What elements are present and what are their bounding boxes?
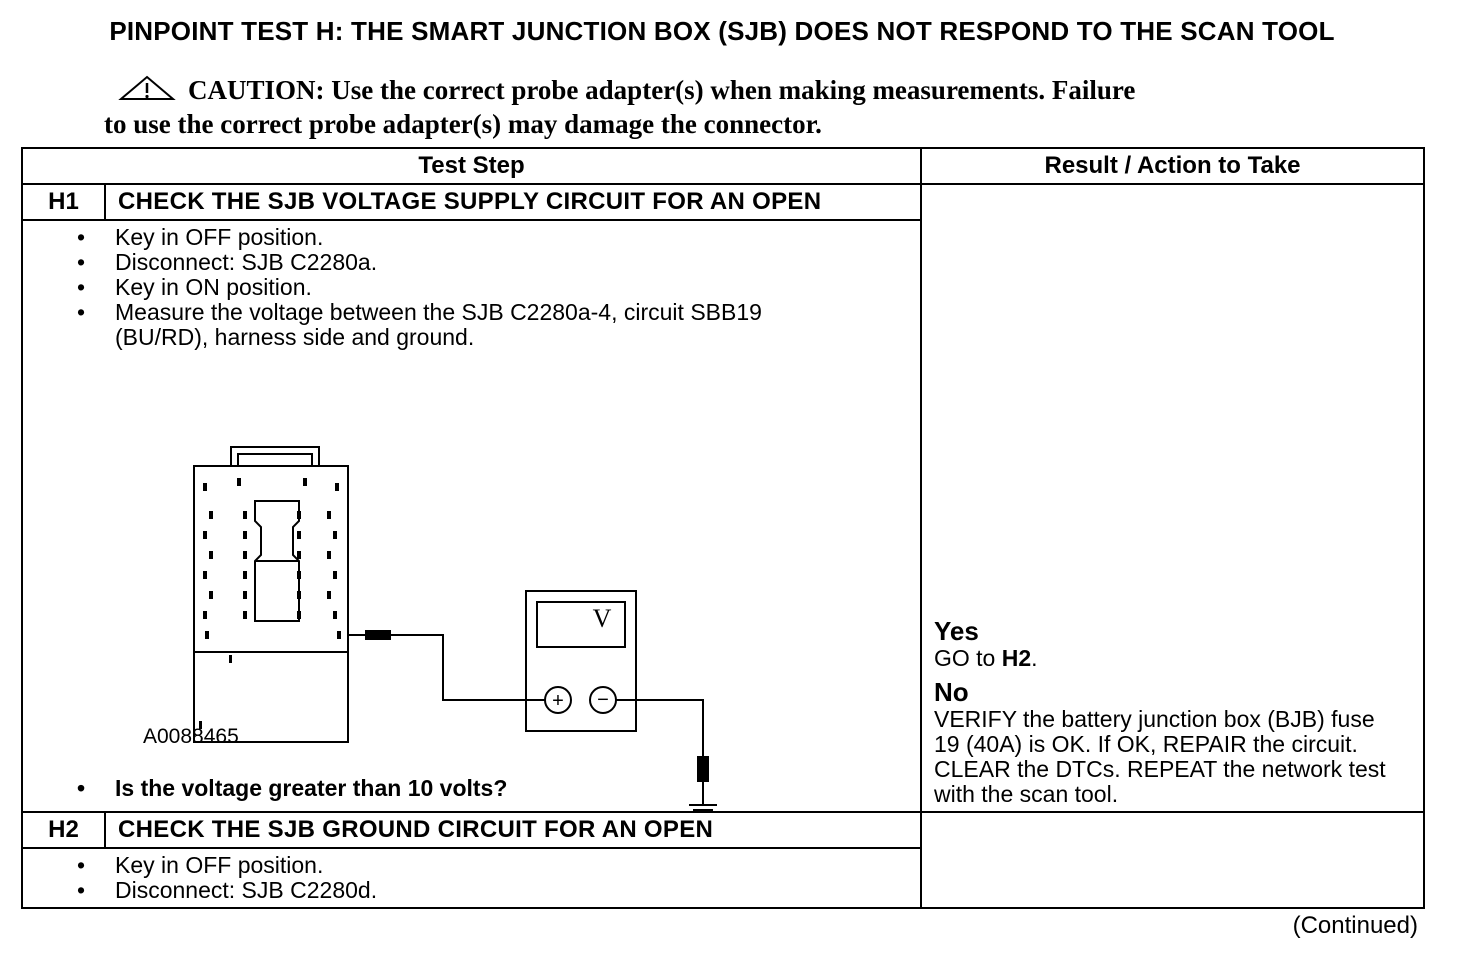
h1-bullets: Key in OFF position. Disconnect: SJB C22… [23,221,920,350]
result-h1: Yes GO to H2. No VERIFY the battery junc… [920,183,1425,813]
no-action: VERIFY the battery junction box (BJB) fu… [934,706,1386,807]
step-title-h2: CHECK THE SJB GROUND CIRCUIT FOR AN OPEN [104,811,922,849]
list-item: Measure the voltage between the SJB C228… [77,300,855,350]
h1-question-list: Is the voltage greater than 10 volts? [23,776,507,802]
header-test-step: Test Step [21,147,922,185]
continued-note: (Continued) [1292,912,1418,939]
meter-display-label: V [593,604,612,633]
caution-note: CAUTION: Use the correct probe adapter(s… [104,74,1304,140]
caution-line-2: to use the correct probe adapter(s) may … [104,109,822,139]
step-body-h2: Key in OFF position. Disconnect: SJB C22… [21,847,922,909]
step-id-h2: H2 [21,811,106,849]
result-h2 [920,811,1425,909]
page-title: PINPOINT TEST H: THE SMART JUNCTION BOX … [109,16,1335,46]
list-item: Disconnect: SJB C2280a. [77,250,920,276]
step-body-h1: Key in OFF position. Disconnect: SJB C22… [21,219,922,813]
warning-triangle-icon [118,75,176,108]
plus-terminal-icon: + [552,690,564,712]
minus-terminal-icon: − [597,689,609,711]
step-id-h1: H1 [21,183,106,221]
step-title-h1: CHECK THE SJB VOLTAGE SUPPLY CIRCUIT FOR… [104,183,922,221]
caution-line-1: CAUTION: Use the correct probe adapter(s… [188,75,1136,105]
header-result: Result / Action to Take [920,147,1425,185]
link-h2: H2 [1001,645,1032,671]
connector-body [193,465,349,743]
list-item: Key in ON position. [77,275,920,301]
test-table: Test Step Result / Action to Take H1 CHE… [21,147,1425,909]
yes-action: GO to H2. [934,645,1038,671]
figure-id: A0088465 [143,725,239,748]
list-item: Key in OFF position. [77,225,920,251]
no-label: No [934,677,969,707]
yes-label: Yes [934,616,979,646]
step-question-h1: Is the voltage greater than 10 volts? [77,776,507,802]
voltmeter [525,590,637,732]
connector-voltmeter-diagram: V + − [193,446,717,811]
h2-bullets: Key in OFF position. Disconnect: SJB C22… [23,849,920,904]
list-item: Key in OFF position. [77,853,920,879]
list-item: Disconnect: SJB C2280d. [77,878,920,904]
